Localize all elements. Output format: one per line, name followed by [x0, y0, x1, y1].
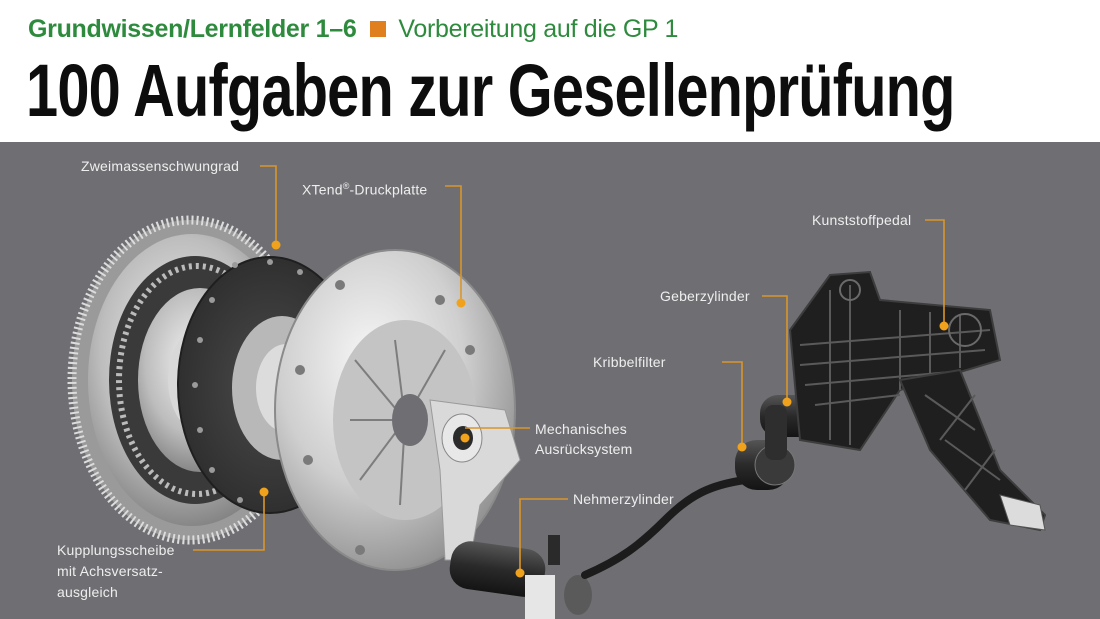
callout-nehmerzylinder: Nehmerzylinder	[573, 491, 674, 507]
callout-mechanisches-ausruecksystem: Mechanisches Ausrücksystem	[535, 421, 633, 457]
callout-kribbelfilter: Kribbelfilter	[593, 354, 666, 370]
category-label: Grundwissen/Lernfelder 1–6	[28, 15, 357, 43]
callout-lines	[193, 165, 945, 573]
subtitle-label: Vorbereitung auf die GP 1	[398, 15, 679, 43]
clutch-illustration	[67, 165, 1047, 619]
callout-zweimassenschwungrad: Zweimassenschwungrad	[81, 158, 240, 174]
header-kicker: Grundwissen/Lernfelder 1–6 Vorbereitung a…	[28, 14, 678, 44]
orange-square-separator-icon	[370, 21, 387, 37]
registered-mark: ®	[342, 181, 350, 191]
page-title: 100 Aufgaben zur Gesellenprüfung	[26, 49, 955, 132]
callout-geberzylinder: Geberzylinder	[660, 288, 750, 304]
pressure-plate	[274, 249, 521, 571]
callout-dots	[259, 240, 949, 578]
callout-kunststoffpedal: Kunststoffpedal	[812, 212, 912, 228]
hydraulic-line	[581, 476, 749, 579]
plastic-pedal	[788, 270, 1047, 532]
slave-cylinder	[449, 535, 592, 619]
callout-xtend-druckplatte: XTend®-Druckplatte	[302, 181, 428, 198]
page-header: Grundwissen/Lernfelder 1–6 Vorbereitung a…	[0, 0, 1100, 142]
clutch-system-figure: Zweimassenschwungrad XTend®-Druckplatte …	[0, 142, 1100, 619]
callout-kupplungsscheibe: Kupplungsscheibe mit Achsversatz- ausgle…	[57, 542, 175, 600]
